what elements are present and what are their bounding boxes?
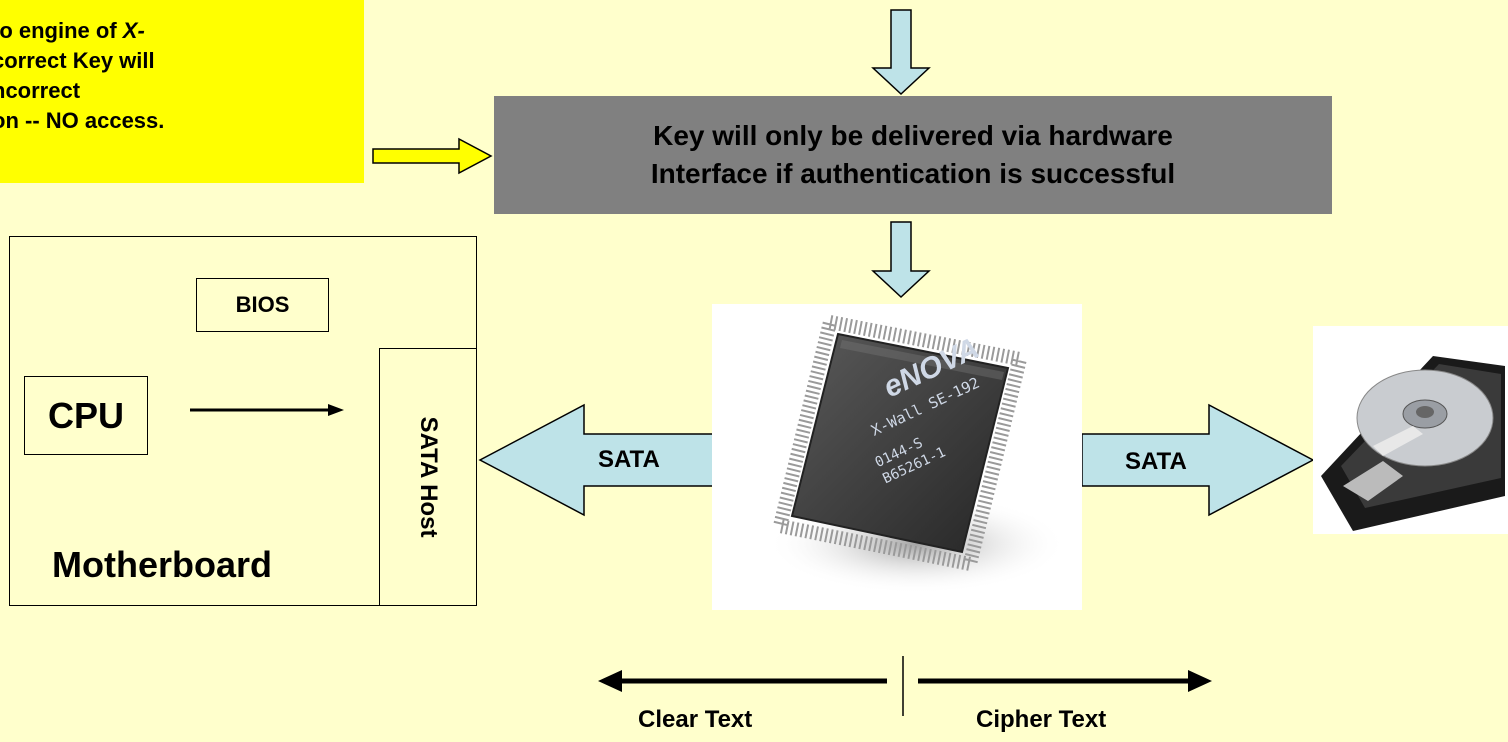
clear-text-label: Clear Text — [638, 706, 753, 733]
sata-left-arrow — [478, 403, 714, 517]
chip-illustration: eNOVA X-Wall SE-192 0144-S B65261-1 — [767, 313, 1067, 594]
sata-left-label: SATA — [598, 446, 660, 473]
cipher-text-arrow-head — [1188, 670, 1212, 692]
encryption-chip-image: eNOVA X-Wall SE-192 0144-S B65261-1 — [712, 304, 1082, 610]
note-right-arrow — [372, 137, 493, 175]
sata-right-arrow — [1081, 403, 1315, 517]
cpu-box: CPU — [24, 376, 148, 455]
bios-label: BIOS — [235, 292, 290, 317]
note-line-4: on -- NO access. — [0, 108, 165, 133]
cpu-to-sata-head — [328, 404, 344, 416]
hard-drive-image — [1313, 326, 1508, 534]
cpu-label: CPU — [47, 394, 124, 436]
note-line-1: to engine of X- — [0, 18, 145, 43]
sata-host-box: SATA Host — [379, 348, 477, 606]
motherboard-label: Motherboard — [52, 544, 272, 585]
bios-box: BIOS — [196, 278, 329, 332]
sata-host-label: SATA Host — [415, 416, 442, 538]
warning-note: to engine of X- correct Key will ncorrec… — [0, 0, 364, 183]
middle-down-arrow — [871, 221, 931, 299]
clear-text-arrow-head — [598, 670, 622, 692]
top-down-arrow — [871, 9, 931, 96]
key-box-line-2: Interface if authentication is successfu… — [650, 158, 1176, 189]
hard-drive-illustration — [1321, 356, 1505, 531]
cipher-text-label: Cipher Text — [976, 706, 1107, 733]
note-line-3: ncorrect — [0, 78, 81, 103]
sata-right-label: SATA — [1125, 448, 1187, 475]
key-box-line-1: Key will only be delivered via hardware — [653, 120, 1173, 151]
note-line-2: correct Key will — [0, 48, 155, 73]
key-delivery-box: Key will only be delivered via hardware … — [494, 96, 1332, 214]
